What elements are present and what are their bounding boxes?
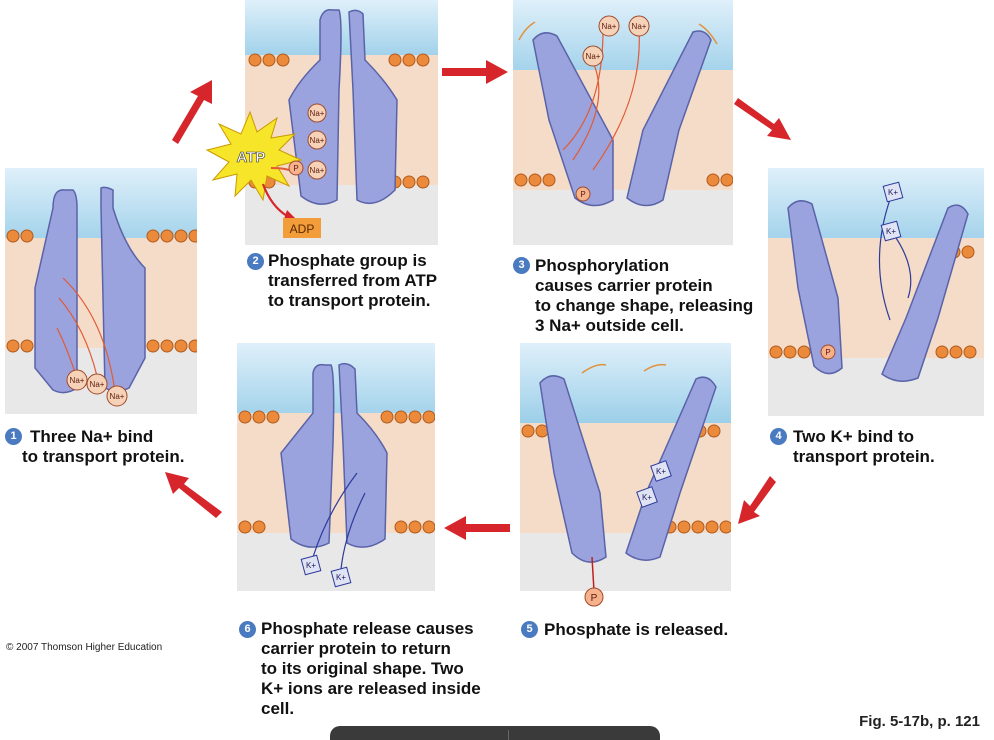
caption-line: Phosphate is released. xyxy=(544,620,729,639)
caption-step-6: Phosphate release causes carrier protein… xyxy=(261,619,481,719)
caption-line: to change shape, releasing xyxy=(535,296,754,315)
na-ion-label: Na+ xyxy=(110,392,125,401)
caption-line: carrier protein to return xyxy=(261,639,451,658)
caption-line: transferred from ATP xyxy=(268,271,438,290)
atp-burst: ATP P ADP xyxy=(205,110,321,238)
phosphate-circle xyxy=(288,160,304,176)
membrane-diagram-3: Na+ Na+ Na+ P xyxy=(513,0,733,245)
caption-line: to its original shape. Two xyxy=(261,659,464,678)
membrane-diagram-4: K+ K+ P xyxy=(768,168,984,416)
na-ion-label: Na+ xyxy=(632,22,647,31)
na-ion-label: Na+ xyxy=(90,380,105,389)
caption-line: cell. xyxy=(261,699,295,718)
na-ion-label: Na+ xyxy=(602,22,617,31)
panel-step-4: K+ K+ P xyxy=(768,168,984,416)
caption-step-1: Three Na+ bind to transport protein. xyxy=(22,427,184,467)
membrane-diagram-1: Na+ Na+ Na+ xyxy=(5,168,197,414)
arrow-3-to-4 xyxy=(734,98,791,140)
step-badge-1: 1 xyxy=(5,428,22,445)
na-ion-label: Na+ xyxy=(70,376,85,385)
caption-step-4: Two K+ bind to transport protein. xyxy=(793,427,935,467)
arrow-2-to-3 xyxy=(442,60,508,84)
adp-label: ADP xyxy=(290,222,315,236)
caption-line: causes carrier protein xyxy=(535,276,713,295)
na-ion-label: Na+ xyxy=(310,136,325,145)
caption-step-3: Phosphorylation causes carrier protein t… xyxy=(535,256,753,336)
caption-line: transport protein. xyxy=(793,447,935,466)
na-ion-label: Na+ xyxy=(586,52,601,61)
k-ion-label: K+ xyxy=(888,188,898,197)
panel-step-5: K+ K+ xyxy=(520,343,731,591)
k-ion-label: K+ xyxy=(306,561,316,570)
panel-step-1: Na+ Na+ Na+ xyxy=(5,168,197,414)
caption-line: Phosphate group is xyxy=(268,251,427,270)
k-ion-label: K+ xyxy=(886,227,896,236)
released-phosphate: P xyxy=(584,587,604,607)
caption-line: Three Na+ bind xyxy=(30,427,154,446)
na-ion-label: Na+ xyxy=(310,109,325,118)
step-badge-2: 2 xyxy=(247,253,264,270)
caption-line: Phosphate release causes xyxy=(261,619,474,638)
k-ion-label: K+ xyxy=(656,467,666,476)
adp-box xyxy=(283,218,321,238)
k-ion-label: K+ xyxy=(642,493,652,502)
caption-line: to transport protein. xyxy=(268,291,431,310)
membrane-diagram-6: K+ K+ xyxy=(237,343,435,591)
arrow-5-to-6 xyxy=(444,516,510,540)
arrow-6-to-1 xyxy=(165,472,222,518)
panel-step-3: Na+ Na+ Na+ P xyxy=(513,0,733,245)
phosphate-label: P xyxy=(591,593,598,604)
phosphate-label: P xyxy=(293,164,298,173)
phosphate-label: P xyxy=(580,190,585,199)
caption-step-5: Phosphate is released. xyxy=(544,620,728,640)
caption-line: Two K+ bind to xyxy=(793,427,915,446)
step-badge-4: 4 xyxy=(770,428,787,445)
step-badge-6: 6 xyxy=(239,621,256,638)
atp-label: ATP xyxy=(237,149,266,166)
caption-line: K+ ions are released inside xyxy=(261,679,481,698)
caption-line: 3 Na+ outside cell. xyxy=(535,316,684,335)
arrow-1-to-2 xyxy=(172,80,212,144)
arrow-4-to-5 xyxy=(738,476,776,524)
k-ion-label: K+ xyxy=(336,573,346,582)
step-badge-5: 5 xyxy=(521,621,538,638)
phosphate-label: P xyxy=(825,348,830,357)
membrane-diagram-5: K+ K+ xyxy=(520,343,731,591)
copyright-text: © 2007 Thomson Higher Education xyxy=(6,642,163,653)
step-badge-3: 3 xyxy=(513,257,530,274)
figure-reference: Fig. 5-17b, p. 121 xyxy=(859,713,980,730)
caption-line: to transport protein. xyxy=(22,447,185,466)
na-ion-label: Na+ xyxy=(310,166,325,175)
bar-divider xyxy=(508,730,509,740)
caption-line: Phosphorylation xyxy=(535,256,670,275)
panel-step-6: K+ K+ xyxy=(237,343,435,591)
media-control-bar[interactable] xyxy=(330,726,660,740)
caption-step-2: Phosphate group is transferred from ATP … xyxy=(268,251,437,311)
